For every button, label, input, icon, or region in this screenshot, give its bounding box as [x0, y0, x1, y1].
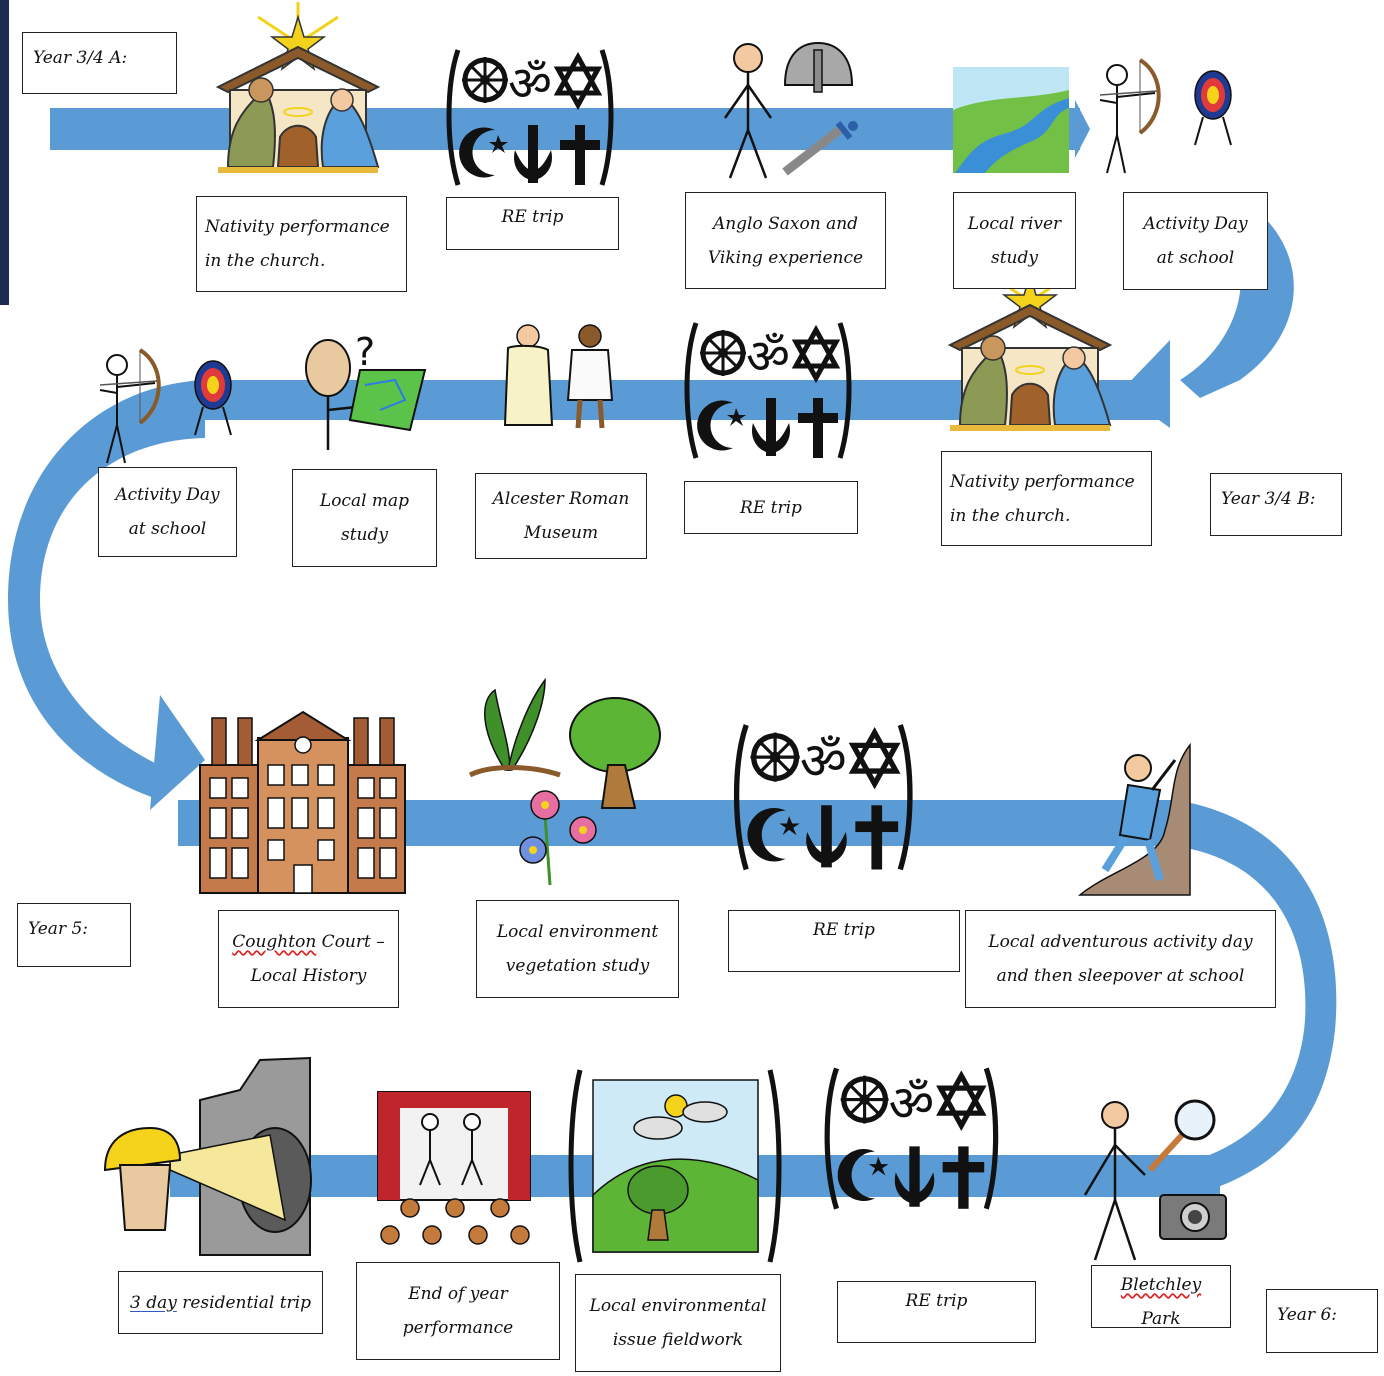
rock-climber-icon	[1077, 742, 1191, 896]
roman-figures-icon	[503, 324, 614, 429]
viking-person-helmet-sword-icon	[723, 41, 858, 179]
person-magnifier-camera-icon	[1083, 1099, 1227, 1261]
river-landscape-icon	[953, 67, 1069, 173]
timeline-arrow-row3	[150, 695, 205, 810]
label-coughton-court: Coughton Court –Local History	[218, 910, 399, 1008]
label-re-trip-3: RE trip	[728, 910, 960, 972]
timeline-curve-right-2	[1175, 800, 1337, 1190]
label-re-trip-2: RE trip	[684, 481, 858, 534]
timeline-curve-left	[8, 380, 205, 800]
person-reading-map-icon: ?	[305, 330, 427, 450]
label-bletchley-park: Bletchley Park	[1091, 1265, 1231, 1329]
label-residential-trip: 3 day residential trip	[118, 1271, 323, 1334]
timeline-arrow-row1	[1075, 100, 1090, 158]
stately-house-icon	[199, 710, 406, 894]
nativity-scene-icon	[218, 2, 378, 170]
group-label-year34a: Year 3/4 A:	[22, 32, 177, 94]
left-edge-bar	[0, 0, 9, 305]
religious-symbols-icon-3	[737, 725, 910, 869]
label-re-trip-1: RE trip	[446, 197, 619, 250]
group-label-year34b: Year 3/4 B:	[1210, 473, 1342, 536]
group-label-year5: Year 5:	[17, 903, 131, 967]
theatre-stage-icon	[377, 1091, 531, 1245]
svg-text:?: ?	[355, 330, 375, 374]
landscape-icon	[568, 1069, 782, 1263]
archer-target-icon	[1098, 58, 1233, 175]
plants-tree-flowers-icon	[468, 677, 661, 886]
caver-headlamp-icon	[103, 1056, 312, 1256]
group-label-year6: Year 6:	[1266, 1289, 1378, 1353]
label-re-trip-4: RE trip	[837, 1281, 1036, 1343]
